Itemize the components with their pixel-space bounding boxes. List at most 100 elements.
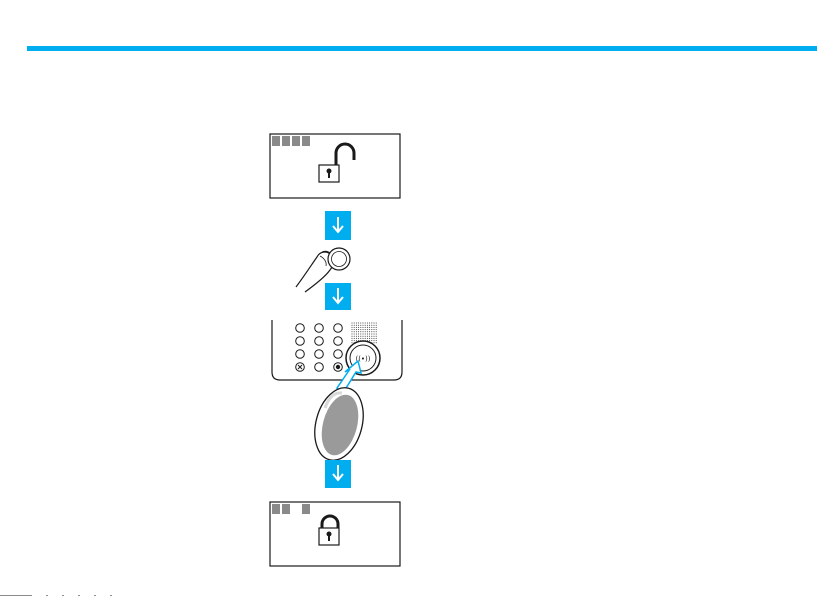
grille-dot [374,331,375,332]
grille-dot [365,325,366,326]
keypad-key [315,337,324,346]
grille-dot [369,325,370,326]
grille-dot [360,325,361,326]
keypad-key [315,363,324,372]
grille-dot [374,340,375,341]
grille-dot [374,334,375,335]
grille-dot [352,327,353,328]
grille-dot [360,334,361,335]
keypad-reader-icon: ((•)) [272,320,402,393]
grille-dot [367,325,368,326]
grille-dot [358,329,359,330]
grille-dot [363,338,364,339]
grille-dot [369,329,370,330]
grille-dot [354,329,355,330]
keypad-key [296,337,305,346]
grille-dot [360,331,361,332]
grille-dot [360,329,361,330]
grille-dot [365,334,366,335]
grille-dot [356,336,357,337]
grille-dot [376,340,377,341]
grille-dot [354,338,355,339]
grille-dot [371,340,372,341]
grille-dot [371,336,372,337]
grille-dot [367,334,368,335]
grille-dot [367,338,368,339]
grille-dot [367,327,368,328]
grille-dot [365,327,366,328]
keypad-key [315,324,324,333]
grille-dot [352,325,353,326]
grille-dot [354,327,355,328]
grille-dot [374,327,375,328]
grille-dot [363,331,364,332]
grille-dot [369,338,370,339]
grille-dot [352,334,353,335]
keypad-key [296,324,305,333]
grille-dot [376,327,377,328]
grille-dot [363,325,364,326]
grille-dot [356,340,357,341]
grille-dot [358,331,359,332]
status-block [302,504,310,514]
grille-dot [352,342,353,343]
grille-dot [376,329,377,330]
grille-dot [356,338,357,339]
grille-dot [358,323,359,324]
grille-dot [354,331,355,332]
grille-dot [371,327,372,328]
key-fob-tag-icon [307,382,371,465]
grille-dot [365,323,366,324]
grille-dot [371,325,372,326]
grille-dot [365,338,366,339]
grille-dot [365,329,366,330]
status-block [282,504,290,514]
grille-dot [374,323,375,324]
grille-dot [354,334,355,335]
grille-dot [376,338,377,339]
grille-dot [367,331,368,332]
status-block [282,136,290,146]
grille-dot [354,336,355,337]
grille-dot [358,327,359,328]
grille-dot [356,329,357,330]
grille-dot [374,336,375,337]
confirm-icon [336,365,340,369]
grille-dot [356,327,357,328]
grille-dot [352,338,353,339]
grille-dot [376,342,377,343]
grille-dot [360,338,361,339]
grille-dot [369,323,370,324]
grille-dot [356,331,357,332]
grille-dot [356,334,357,335]
grille-dot [376,331,377,332]
arrow-down-icon [325,211,351,240]
grille-dot [358,325,359,326]
keypad-key [296,350,305,359]
grille-dot [376,325,377,326]
grille-dot [358,334,359,335]
display-panel-locked [270,502,400,566]
grille-dot [358,338,359,339]
grille-dot [367,336,368,337]
grille-dot [367,323,368,324]
status-block [292,136,300,146]
arrow-down-icon [325,460,351,488]
keypad-key [334,324,343,333]
grille-dot [371,331,372,332]
grille-dot [371,338,372,339]
grille-dot [365,336,366,337]
grille-dot [369,336,370,337]
grille-dot [374,325,375,326]
grille-dot [376,336,377,337]
grille-dot [365,331,366,332]
grille-dot [374,342,375,343]
status-block [272,136,280,146]
grille-dot [352,323,353,324]
grille-dot [363,323,364,324]
grille-dot [354,340,355,341]
grille-dot [369,334,370,335]
arrow-down-icon [325,283,351,310]
grille-dot [352,336,353,337]
